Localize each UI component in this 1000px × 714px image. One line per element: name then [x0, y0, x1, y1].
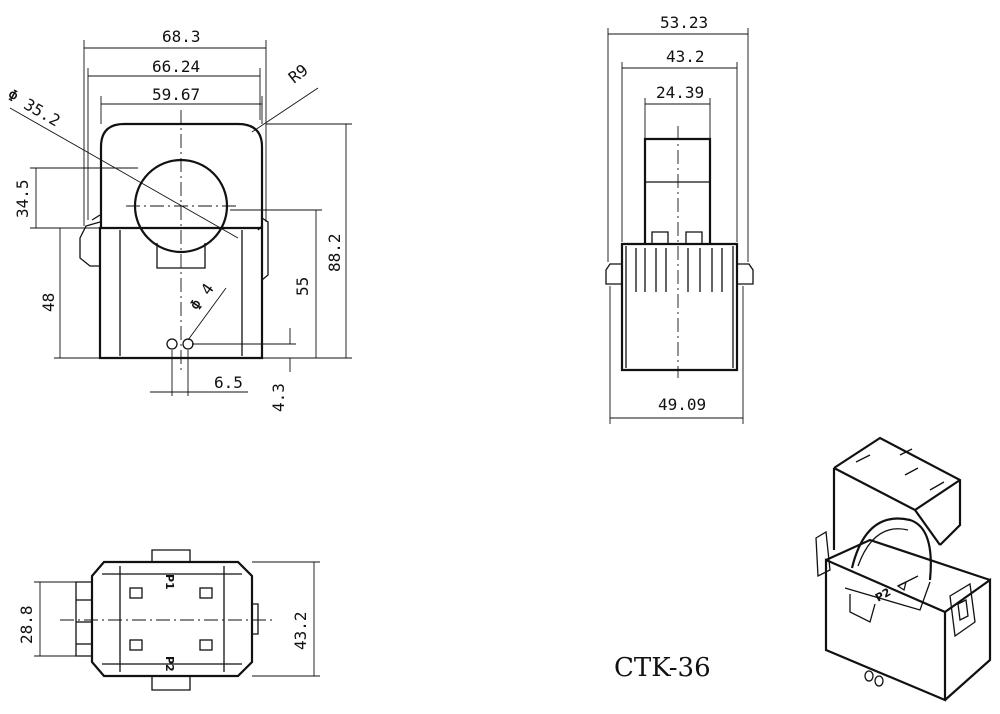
front-hole-offset: 4.3	[269, 383, 288, 412]
front-aperture-center-height: 34.5	[13, 179, 32, 218]
side-width-overall: 53.23	[660, 13, 708, 32]
side-view: 53.23 43.2 24.39 49.09	[605, 13, 754, 424]
front-width-top: 59.67	[152, 85, 200, 104]
side-width-bottom: 49.09	[658, 395, 706, 414]
front-hole-height: 55	[293, 277, 312, 296]
front-aperture-diameter: Φ 35.2	[4, 85, 64, 130]
front-width-body: 66.24	[152, 57, 200, 76]
front-hole-diameter: Φ 4	[186, 280, 218, 315]
front-width-overall: 68.3	[162, 27, 201, 46]
bottom-depth-overall: 43.2	[291, 611, 310, 650]
front-corner-radius: R9	[285, 60, 312, 87]
front-lower-body-height: 48	[39, 293, 58, 312]
bottom-label-p2: P2	[163, 656, 176, 672]
side-width-body: 43.2	[666, 47, 705, 66]
bottom-label-p1: P1	[163, 574, 176, 590]
bottom-depth-inner: 28.8	[17, 605, 36, 644]
iso-view: P2	[815, 436, 992, 702]
model-label: CTK-36	[614, 653, 711, 683]
front-hole-spacing: 6.5	[214, 373, 243, 392]
bottom-view: P1 P2 28.8 43.2	[17, 549, 320, 691]
front-view: 68.3 66.24 59.67 R9 Φ 35.2 34.5 48 55 88…	[4, 27, 352, 412]
side-width-top: 24.39	[656, 83, 704, 102]
front-total-height: 88.2	[325, 233, 344, 272]
